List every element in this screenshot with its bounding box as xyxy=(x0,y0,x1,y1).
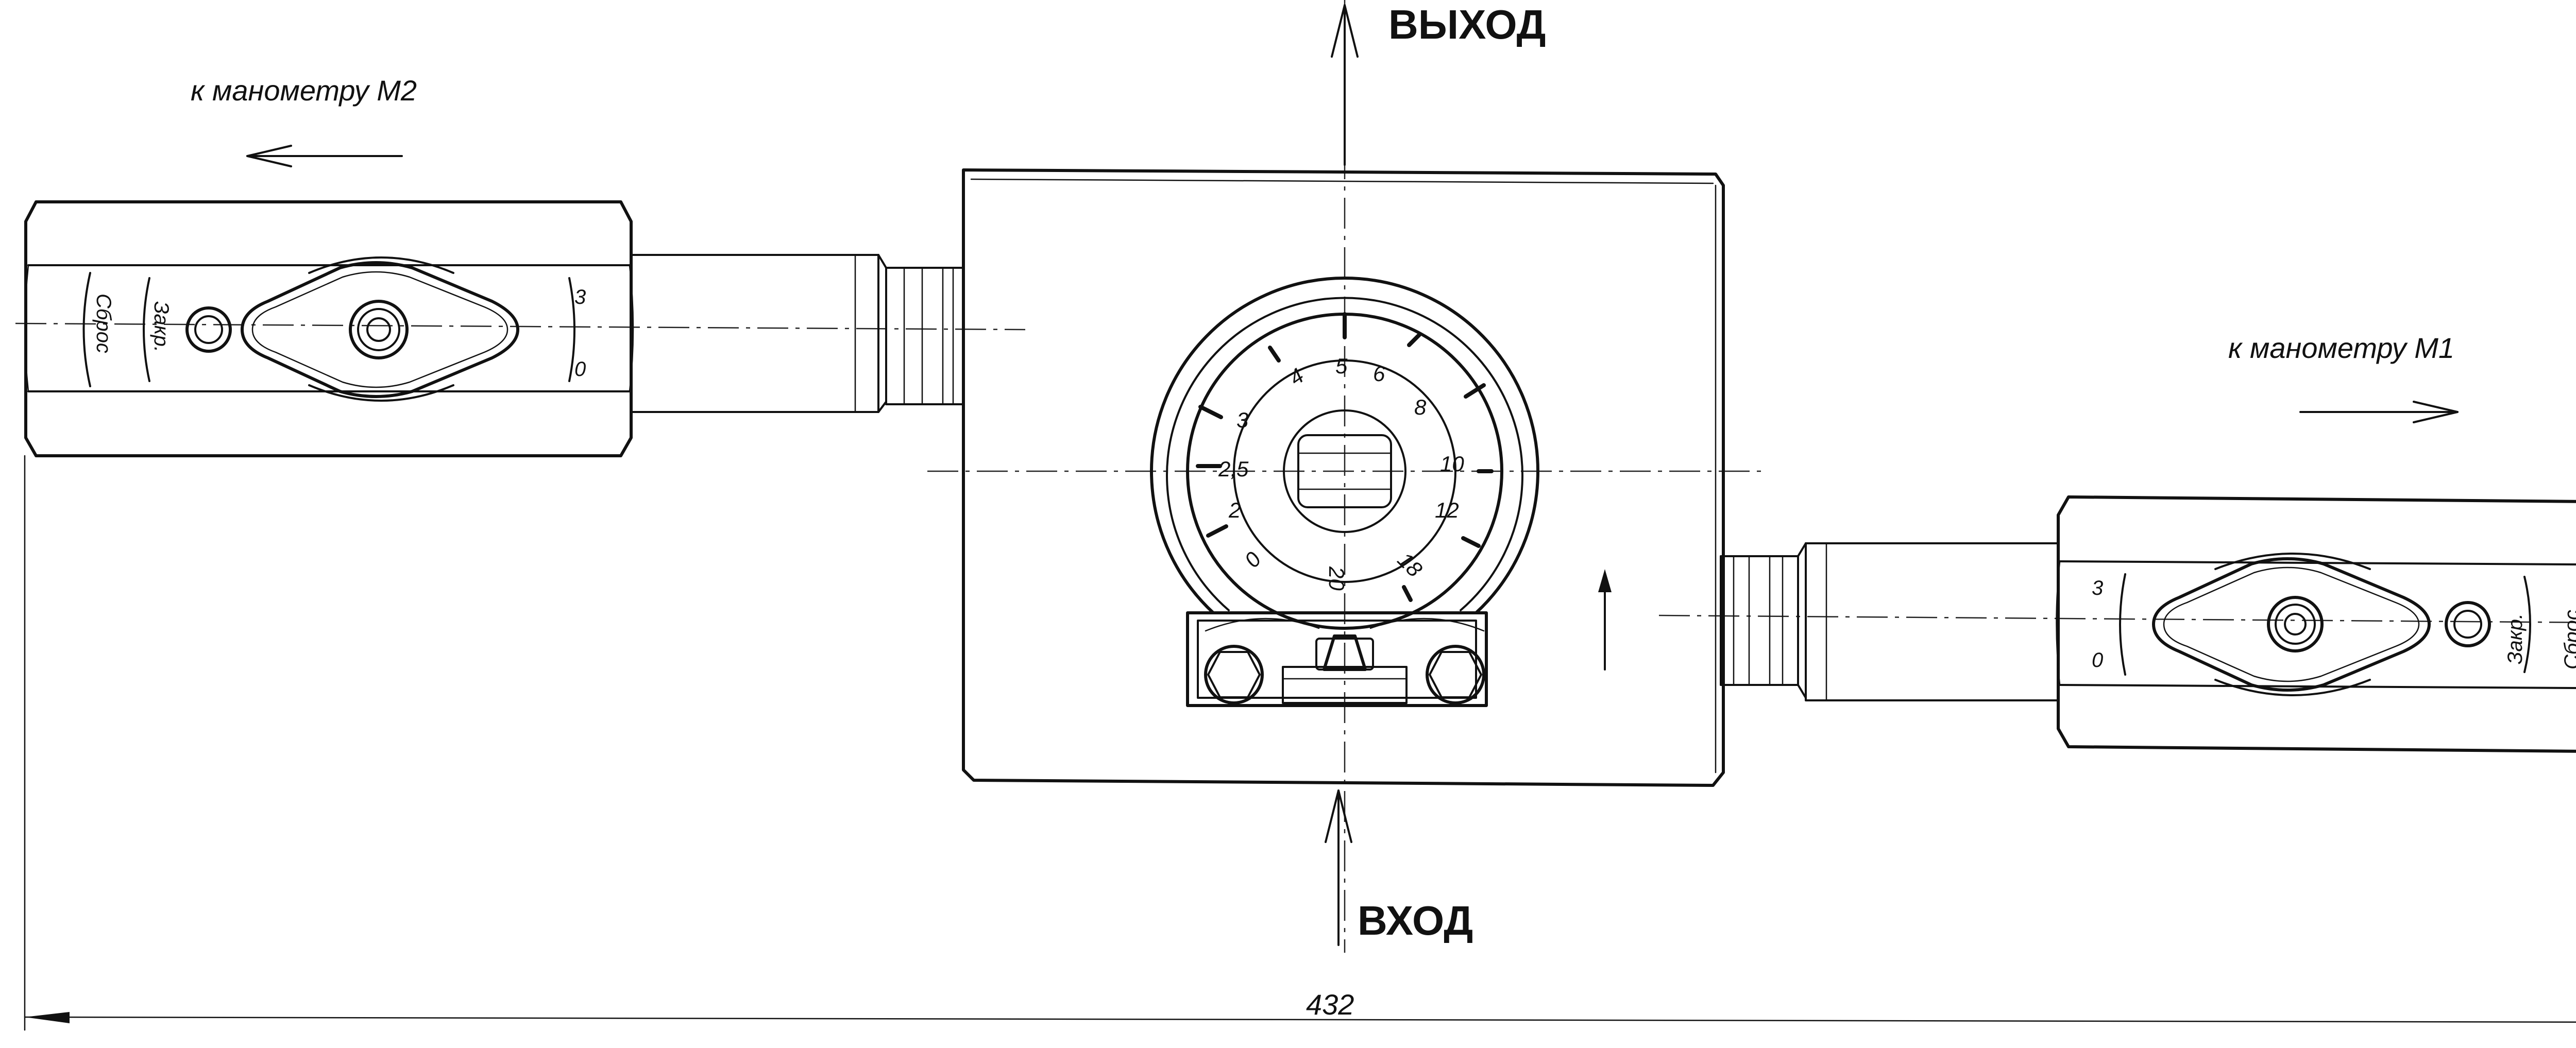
dial-mark-3: 3 xyxy=(1236,408,1248,432)
inlet-label: ВХОД xyxy=(1358,898,1473,943)
right-valve-pos-0-label: 0 xyxy=(2092,649,2103,672)
dial-mark-2-5: 2,5 xyxy=(1218,457,1249,481)
center-block xyxy=(962,168,1725,787)
right-valve-pos-3-label: 3 xyxy=(2092,577,2103,599)
outlet-arrow xyxy=(1331,4,1359,166)
to-gauge-m1-label: к манометру М1 xyxy=(2228,332,2454,364)
dial-mark-18: 18 xyxy=(1393,547,1428,582)
to-gauge-m2-arrow xyxy=(246,145,403,167)
dial-mark-0: 0 xyxy=(1240,547,1266,572)
dial-mark-20: 20 xyxy=(1325,566,1349,591)
flow-direction-arrow xyxy=(1598,569,1612,671)
to-gauge-m1-arrow xyxy=(2299,401,2459,423)
overall-dimension xyxy=(24,455,2576,1031)
left-valve-pos-0-label: 0 xyxy=(574,358,586,381)
inlet-arrow xyxy=(1325,789,1352,946)
left-valve-assembly: Сброс Закр. 3 0 xyxy=(24,200,964,457)
outlet-label: ВЫХОД xyxy=(1388,2,1546,47)
left-valve-reset-label: Сброс xyxy=(92,294,115,353)
to-gauge-m2-label: к манометру М2 xyxy=(191,74,417,107)
dial-mark-12: 12 xyxy=(1435,498,1459,522)
dial-mark-2: 2 xyxy=(1228,498,1241,522)
center-lines xyxy=(15,0,2576,953)
left-valve-pos-3-label: 3 xyxy=(574,286,586,308)
right-valve-assembly: 3 0 Закр. Сброс xyxy=(1720,495,2576,753)
left-valve-closed-label: Закр. xyxy=(150,301,173,352)
dial-mark-5: 5 xyxy=(1335,354,1348,378)
right-valve-closed-label: Закр. xyxy=(2504,613,2527,664)
dial-mark-8: 8 xyxy=(1414,395,1427,419)
dial-mark-6: 6 xyxy=(1373,362,1385,386)
right-valve-reset-label: Сброс xyxy=(2561,610,2576,669)
dial-mark-10: 10 xyxy=(1440,452,1464,476)
dial-bracket xyxy=(1186,611,1488,707)
pressure-dial: 0 2 2,5 3 4 5 6 8 10 12 18 20 xyxy=(1150,277,1539,630)
dimension-value: 432 xyxy=(1306,988,1354,1021)
dial-ticks xyxy=(1196,312,1494,602)
